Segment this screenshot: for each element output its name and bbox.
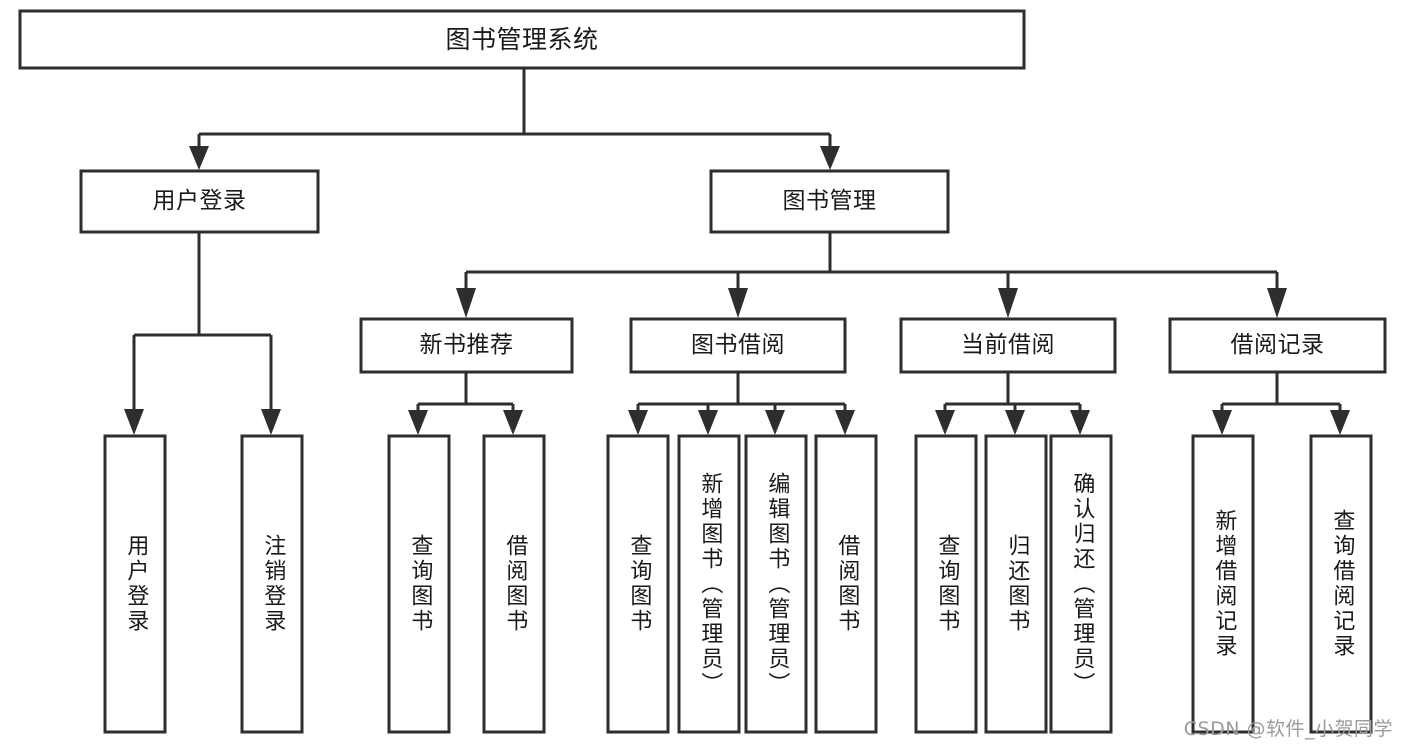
node-box-leaf-query-book-2[interactable] [606,434,670,734]
arrow-head-book-borrow [728,288,748,318]
arrow-head-leaf-query-book-2 [628,410,648,435]
arrow-head-leaf-query-book-1 [408,410,428,435]
node-box-leaf-logout-login[interactable] [240,434,304,734]
node-box-leaf-query-record[interactable] [1309,434,1373,734]
arrow-head-leaf-query-book-3 [935,410,955,435]
arrow-head-current-borrow [998,288,1018,318]
node-box-leaf-edit-book[interactable] [744,434,808,734]
node-box-book-manage[interactable] [709,169,950,234]
arrow-head-leaf-logout-login [261,409,281,435]
node-box-user-login[interactable] [79,169,320,234]
arrow-head-leaf-borrow-book-2 [835,410,855,435]
arrow-head-leaf-borrow-book-1 [503,410,523,435]
node-box-leaf-add-book[interactable] [677,434,741,734]
node-box-new-book-recommend[interactable] [359,317,574,374]
arrow-head-leaf-add-record [1212,410,1232,435]
arrow-head-leaf-query-record [1330,410,1350,435]
node-box-leaf-add-record[interactable] [1191,434,1255,734]
arrow-head-leaf-confirm-return [1070,410,1090,435]
arrow-head-book-manage [820,146,840,170]
node-box-root[interactable] [18,9,1026,70]
node-box-leaf-borrow-book-1[interactable] [482,434,546,734]
arrow-head-user-login [189,146,209,170]
arrow-head-leaf-return-book [1005,410,1025,435]
arrow-head-leaf-add-book [698,410,718,435]
node-box-leaf-user-login[interactable] [103,434,167,734]
arrow-head-leaf-user-login [124,409,144,435]
node-box-book-borrow[interactable] [629,317,847,374]
node-box-leaf-borrow-book-2[interactable] [814,434,878,734]
watermark-text: CSDN @软件_小贺同学 [1183,718,1393,740]
node-box-leaf-query-book-1[interactable] [387,434,451,734]
arrow-head-new-book-recommend [456,288,476,318]
node-box-leaf-confirm-return[interactable] [1049,434,1113,734]
node-box-current-borrow[interactable] [899,317,1117,374]
node-box-leaf-return-book[interactable] [984,434,1048,734]
node-box-borrow-record[interactable] [1168,317,1387,374]
arrow-head-leaf-edit-book [765,410,785,435]
arrow-head-borrow-record [1267,288,1287,318]
node-box-leaf-query-book-3[interactable] [914,434,978,734]
